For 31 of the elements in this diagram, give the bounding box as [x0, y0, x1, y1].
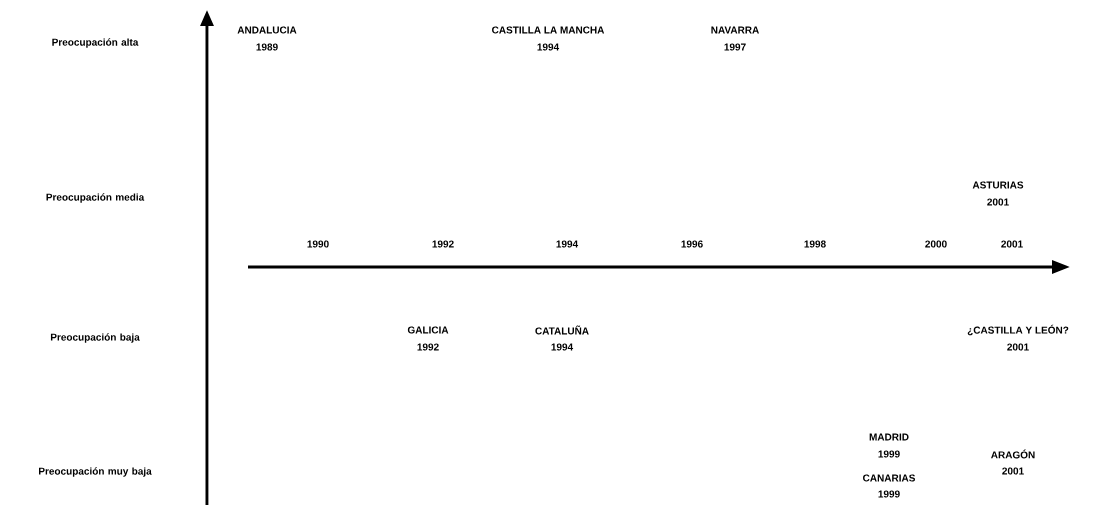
- group-label: Preocupación alta: [52, 38, 139, 48]
- tick-label: 2001: [1001, 240, 1023, 248]
- year-label: 1999: [878, 490, 900, 498]
- group-label: Preocupación muy baja: [39, 467, 152, 477]
- tick-label: 2000: [925, 240, 947, 248]
- region-name: CANARIAS: [863, 474, 915, 482]
- year-label: 1994: [551, 343, 574, 351]
- tick-label: 1998: [804, 240, 826, 248]
- region-name: CATALUÑA: [535, 325, 589, 335]
- region-name: ANDALUCIA: [237, 26, 297, 34]
- tick-label: 1996: [681, 240, 703, 248]
- region-name: ASTURIAS: [972, 181, 1024, 189]
- tick-label: 1994: [556, 240, 579, 248]
- region-name: NAVARRA: [711, 26, 759, 34]
- year-label: 1992: [417, 343, 439, 351]
- tick-label: 1990: [307, 240, 329, 248]
- region-name: ARAGÓN: [991, 449, 1035, 459]
- year-label: 1994: [537, 43, 560, 51]
- tick-label: 1992: [432, 240, 454, 248]
- year-label: 1997: [724, 43, 746, 51]
- year-label: 1999: [878, 450, 900, 458]
- region-name: GALICIA: [407, 326, 449, 334]
- group-label: Preocupación media: [46, 193, 145, 203]
- year-label: 2001: [987, 198, 1009, 206]
- group-label: Preocupación baja: [50, 333, 140, 343]
- region-name: ¿CASTILLA Y LEÓN?: [967, 324, 1069, 336]
- year-label: 1989: [256, 43, 278, 51]
- region-name: MADRID: [869, 433, 909, 441]
- year-label: 2001: [1002, 467, 1024, 475]
- region-name: CASTILLA LA MANCHA: [492, 26, 605, 34]
- year-label: 2001: [1007, 343, 1029, 351]
